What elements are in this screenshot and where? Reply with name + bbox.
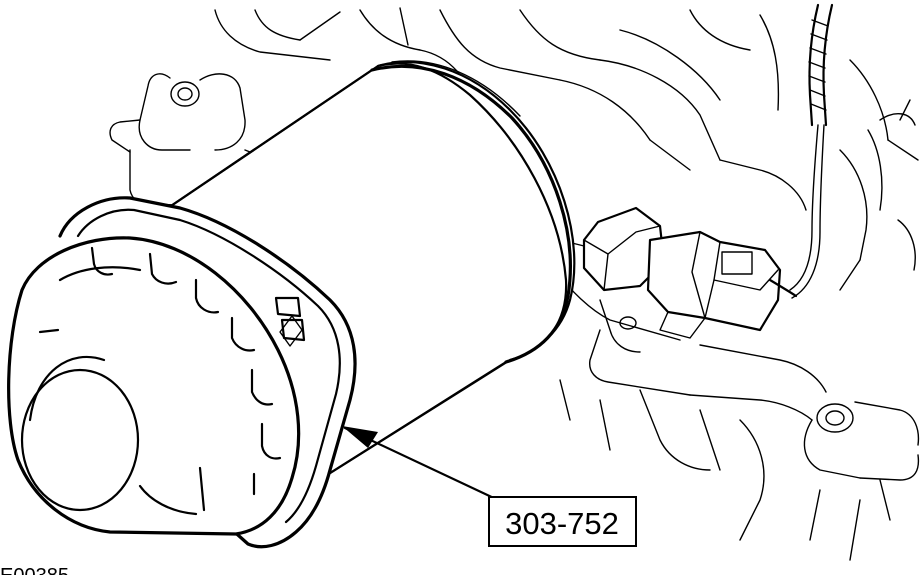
callout-arrowhead (342, 426, 378, 448)
wrench-cap (7, 236, 301, 536)
callout: 303-752 (342, 426, 637, 547)
callout-tool-number: 303-752 (505, 506, 619, 541)
callout-box (488, 496, 637, 547)
sensor-wire (789, 3, 834, 299)
figure-id: E00385 (0, 565, 69, 575)
sensor-connector (582, 206, 798, 339)
